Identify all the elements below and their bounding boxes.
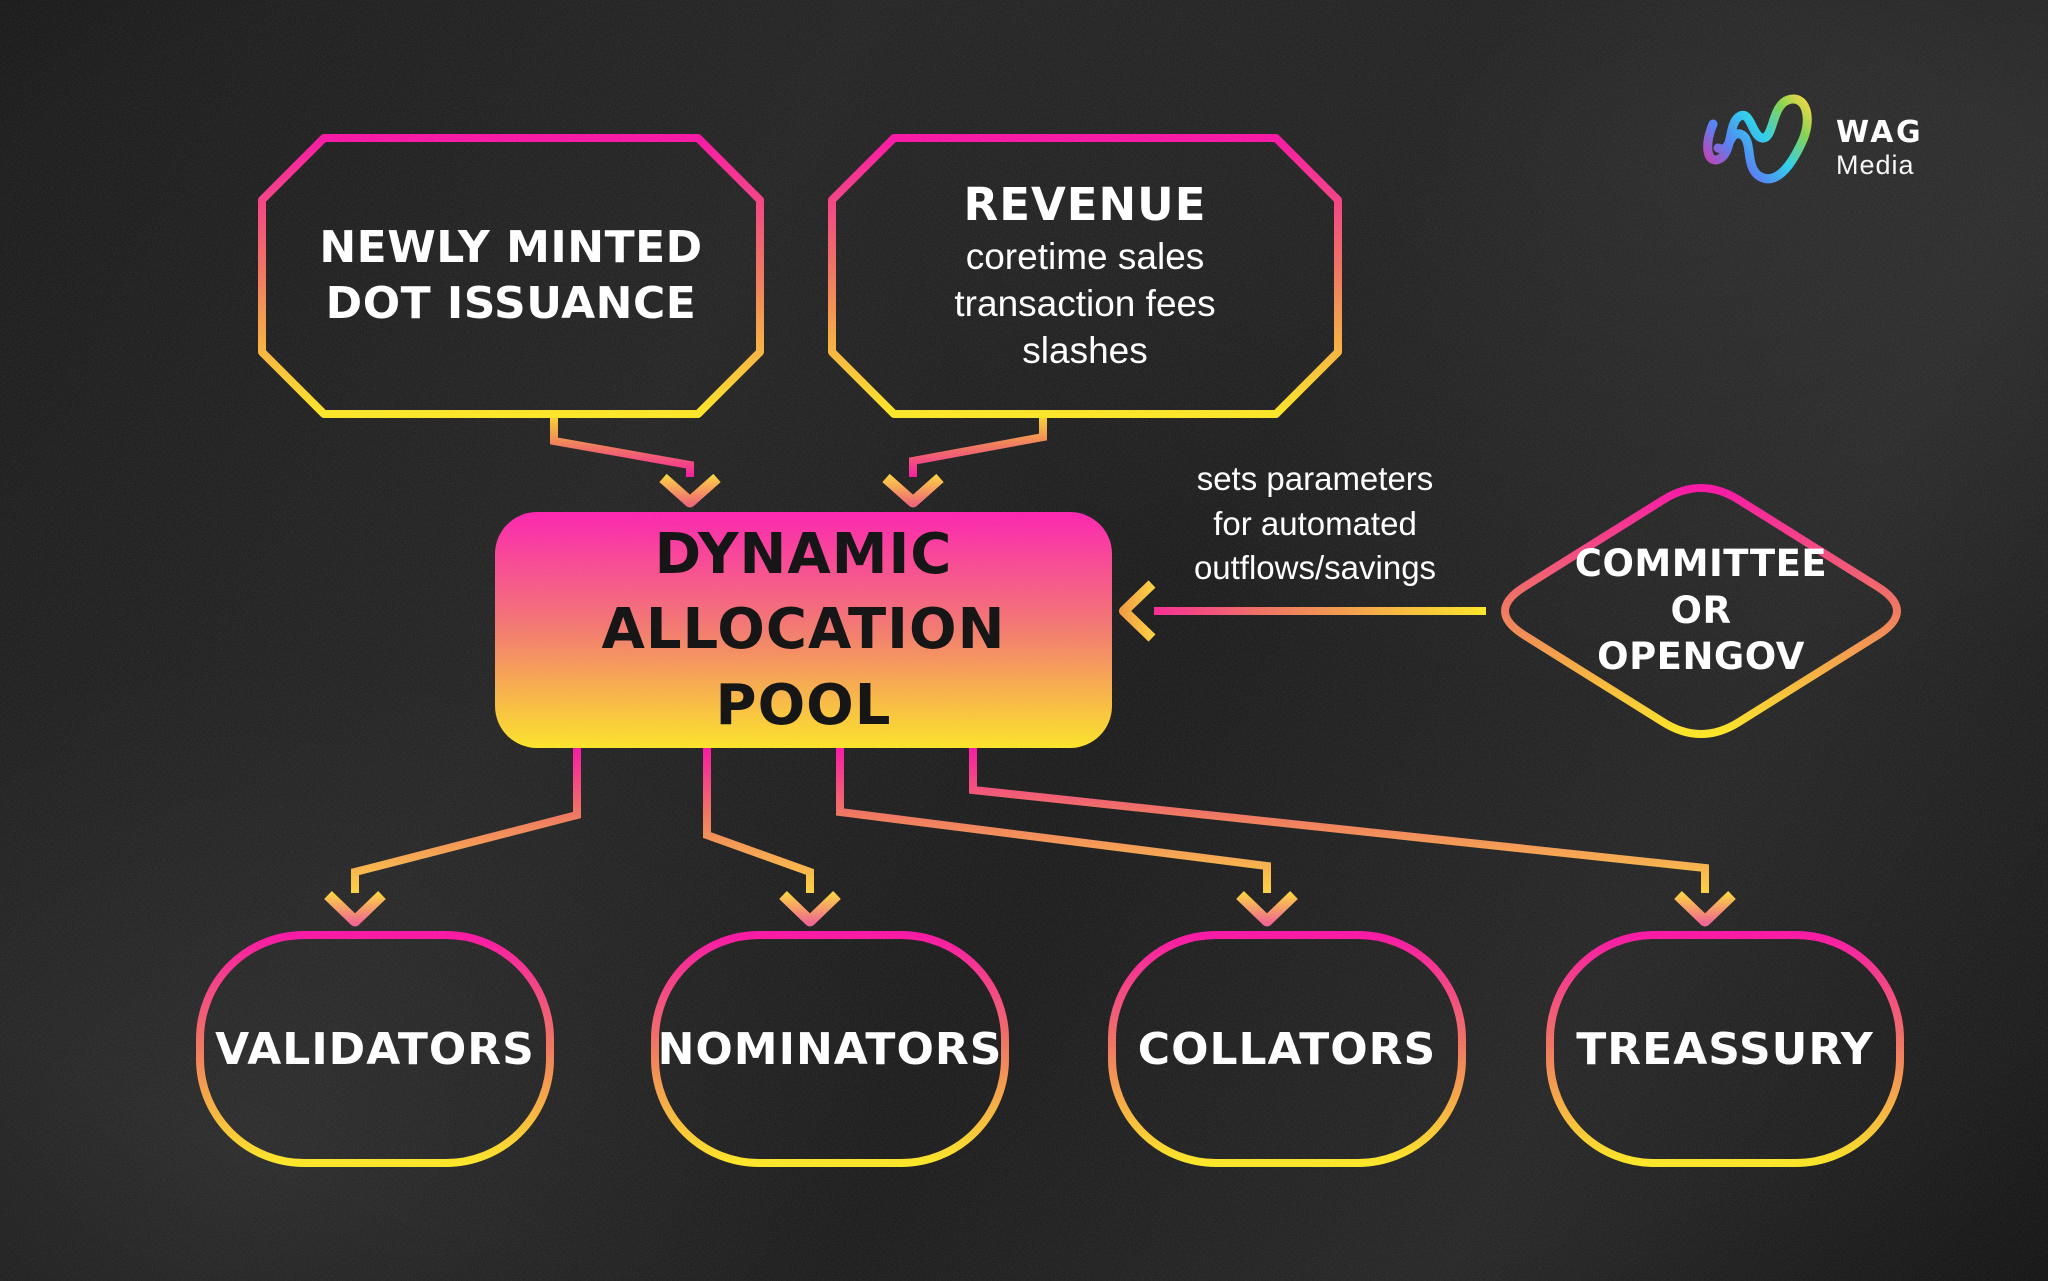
- pool-node-label: DYNAMIC ALLOCATION POOL: [495, 512, 1112, 748]
- wag-media-wordmark: WAG Media: [1836, 116, 1923, 181]
- wordmark-media: Media: [1836, 150, 1915, 180]
- edge-note-line-2: for automated: [1213, 504, 1417, 542]
- edge-note-line-1: sets parameters: [1196, 460, 1434, 498]
- revenue-title: REVENUE: [963, 178, 1207, 232]
- pool-line-1: DYNAMIC: [654, 522, 953, 588]
- pool-line-2: ALLOCATION: [601, 597, 1006, 663]
- nominators-node-label: NOMINATORS: [655, 935, 1005, 1163]
- newly-minted-line-2: DOT ISSUANCE: [325, 278, 697, 329]
- nominators-label: NOMINATORS: [657, 1023, 1003, 1075]
- revenue-detail-1: coretime sales: [965, 235, 1205, 277]
- revenue-detail-3: slashes: [1022, 329, 1148, 371]
- newly-minted-node-label: NEWLY MINTED DOT ISSUANCE: [262, 138, 760, 414]
- pool-line-3: POOL: [715, 672, 892, 738]
- committee-line-1: COMMITTEE: [1574, 541, 1828, 585]
- committee-edge-annotation: sets parameters for automated outflows/s…: [1100, 452, 1530, 596]
- committee-line-3: OPENGOV: [1597, 635, 1805, 679]
- collators-node-label: COLLATORS: [1112, 935, 1462, 1163]
- revenue-node-label: REVENUE coretime sales transaction fees …: [832, 138, 1338, 414]
- treassury-label: TREASSURY: [1576, 1023, 1874, 1075]
- wordmark-wag: WAG: [1836, 115, 1924, 150]
- validators-label: VALIDATORS: [215, 1023, 535, 1075]
- validators-node-label: VALIDATORS: [200, 935, 550, 1163]
- committee-line-2: OR: [1670, 588, 1732, 632]
- collators-label: COLLATORS: [1137, 1023, 1437, 1075]
- edge-note-line-3: outflows/savings: [1193, 549, 1437, 587]
- committee-node-label: COMMITTEE OR OPENGOV: [1486, 476, 1916, 746]
- revenue-detail-2: transaction fees: [954, 282, 1216, 324]
- treassury-node-label: TREASSURY: [1550, 935, 1900, 1163]
- newly-minted-line-1: NEWLY MINTED: [319, 221, 703, 273]
